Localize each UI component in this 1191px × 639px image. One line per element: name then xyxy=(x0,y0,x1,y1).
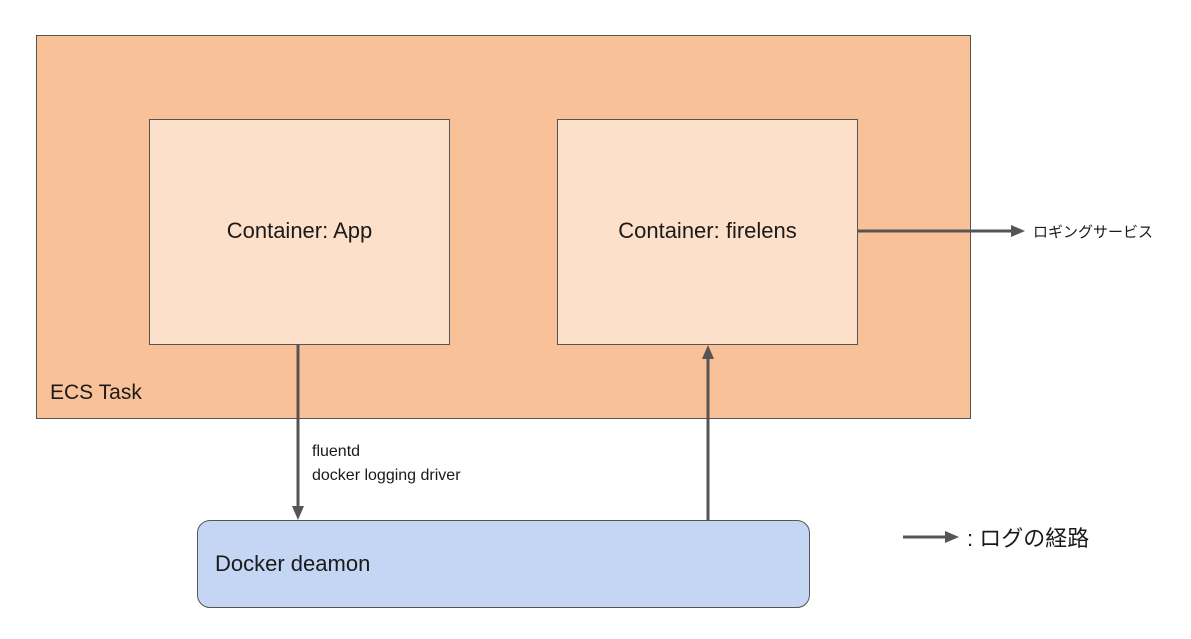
legend-arrow xyxy=(903,531,959,543)
container-firelens-label: Container: firelens xyxy=(618,218,797,243)
container-firelens-box: Container: firelens xyxy=(557,119,858,345)
container-app-box: Container: App xyxy=(149,119,450,345)
container-app-label: Container: App xyxy=(226,218,373,243)
docker-daemon-label: Docker deamon xyxy=(215,551,371,576)
ecs-task-label: ECS Task xyxy=(50,381,142,404)
app-to-daemon-edge-label: fluentd docker logging driver xyxy=(312,440,461,488)
logging-service-label: ロギングサービス xyxy=(1033,224,1154,241)
edge-label-line-1: fluentd xyxy=(312,443,361,460)
docker-daemon-box: Docker deamon xyxy=(197,520,810,608)
legend-label: : ログの経路 xyxy=(967,526,1090,551)
edge-label-line-2: docker logging driver xyxy=(312,467,461,484)
